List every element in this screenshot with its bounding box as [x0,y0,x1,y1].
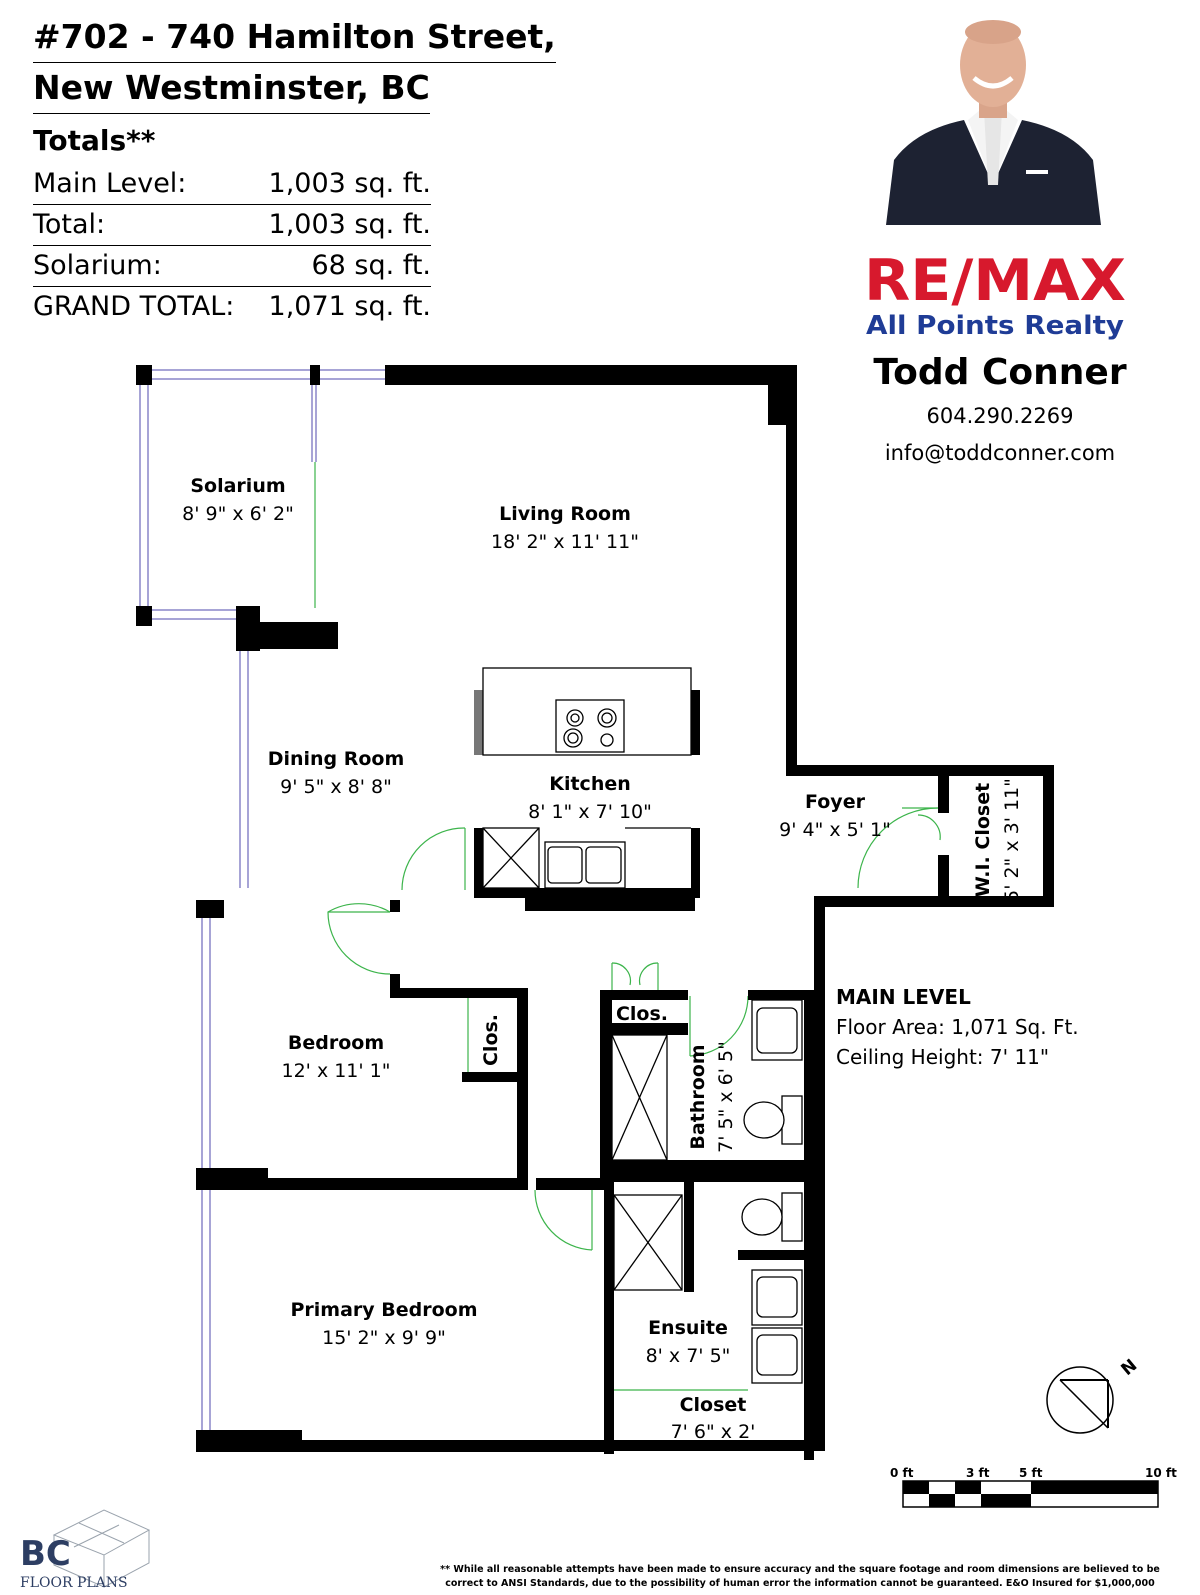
room-name: Solarium [190,475,285,497]
level-title: MAIN LEVEL [836,985,971,1009]
totals-value: 68 sq. ft. [311,250,431,281]
room-labels: Solarium 8' 9" x 6' 2" Living Room 18' 2… [182,475,1023,1443]
room-dims: 18' 2" x 11' 11" [491,531,639,553]
disclaimer: ** While all reasonable attempts have be… [420,1563,1180,1591]
totals-label: Solarium: [33,250,162,281]
room-name: W.I. Closet [972,783,994,897]
logo-bc: BC [20,1534,71,1574]
totals-row: Solarium: 68 sq. ft. [33,250,431,287]
totals-label: GRAND TOTAL: [33,291,235,322]
room-name: Clos. [616,1003,668,1025]
scale-label: 10 ft [1145,1466,1177,1480]
logo-floor-plans: FLOOR PLANS [20,1575,128,1591]
compass-label: N [1118,1355,1142,1379]
door-swings [314,462,941,1391]
room-dims: 7' 5" x 6' 5" [715,1041,737,1153]
room-dims: 8' 9" x 6' 2" [182,503,294,525]
totals-heading: Totals** [33,124,156,157]
disclaimer-line: correct to ANSI Standards, due to the po… [445,1578,1155,1589]
room-name: Primary Bedroom [290,1299,477,1321]
scale-bar: 0 ft 3 ft 5 ft 10 ft [890,1466,1177,1508]
room-dims: 8' 1" x 7' 10" [528,801,652,823]
room-dims: 7' 6" x 2' [671,1421,756,1443]
scale-label: 5 ft [1019,1466,1043,1480]
address-line-2: New Westminster, BC [33,63,430,114]
remax-wordmark: RE/MAX [864,248,1126,314]
totals-row: Total: 1,003 sq. ft. [33,209,431,246]
disclaimer-line: ** While all reasonable attempts have be… [440,1564,1160,1575]
level-info: MAIN LEVEL Floor Area: 1,071 Sq. Ft. Cei… [836,982,1079,1072]
bc-floor-plans-logo: BC FLOOR PLANS [20,1509,151,1591]
room-dims: 9' 5" x 8' 8" [280,776,392,798]
room-name: Clos. [480,1014,502,1066]
floor-area: Floor Area: 1,071 Sq. Ft. [836,1015,1079,1039]
room-dims: 5' 2" x 3' 11" [1001,778,1023,902]
agent-email[interactable]: info@toddconner.com [884,441,1116,465]
fixtures [482,667,803,1384]
scale-label: 3 ft [966,1466,990,1480]
compass-icon: N [1046,1355,1142,1434]
room-name: Bathroom [687,1044,709,1149]
totals-row: Main Level: 1,003 sq. ft. [33,168,431,205]
ensuite-toilet-icon [781,1192,803,1242]
totals-value: 1,003 sq. ft. [268,168,431,199]
bathroom-toilet-icon [781,1095,803,1145]
room-name: Closet [680,1394,747,1416]
room-name: Bedroom [288,1032,384,1054]
walls [136,365,1054,1460]
totals-label: Main Level: [33,168,187,199]
ceiling-height: Ceiling Height: 7' 11" [836,1045,1050,1069]
totals-label: Total: [33,209,106,240]
room-name: Living Room [499,503,631,525]
windows [139,369,385,1430]
room-name: Dining Room [268,748,405,770]
room-name: Foyer [805,791,866,813]
totals-value: 1,003 sq. ft. [268,209,431,240]
totals-value: 1,071 sq. ft. [268,291,431,322]
room-dims: 8' x 7' 5" [646,1345,731,1367]
room-name: Ensuite [648,1317,728,1339]
agent-name: Todd Conner [873,352,1127,393]
address-line-1: #702 - 740 Hamilton Street, [33,12,556,63]
totals-row: GRAND TOTAL: 1,071 sq. ft. [33,291,431,327]
remax-logo: RE/MAX All Points Realty [864,248,1126,340]
agent-photo [886,10,1101,225]
brokerage-name: All Points Realty [866,311,1124,340]
listing-header: #702 - 740 Hamilton Street, New Westmins… [33,12,556,114]
room-dims: 15' 2" x 9' 9" [322,1327,446,1349]
scale-label: 0 ft [890,1466,914,1480]
room-dims: 9' 4" x 5' 1" [779,819,891,841]
room-dims: 12' x 11' 1" [282,1060,391,1082]
agent-phone[interactable]: 604.290.2269 [926,404,1074,428]
room-name: Kitchen [549,773,631,795]
